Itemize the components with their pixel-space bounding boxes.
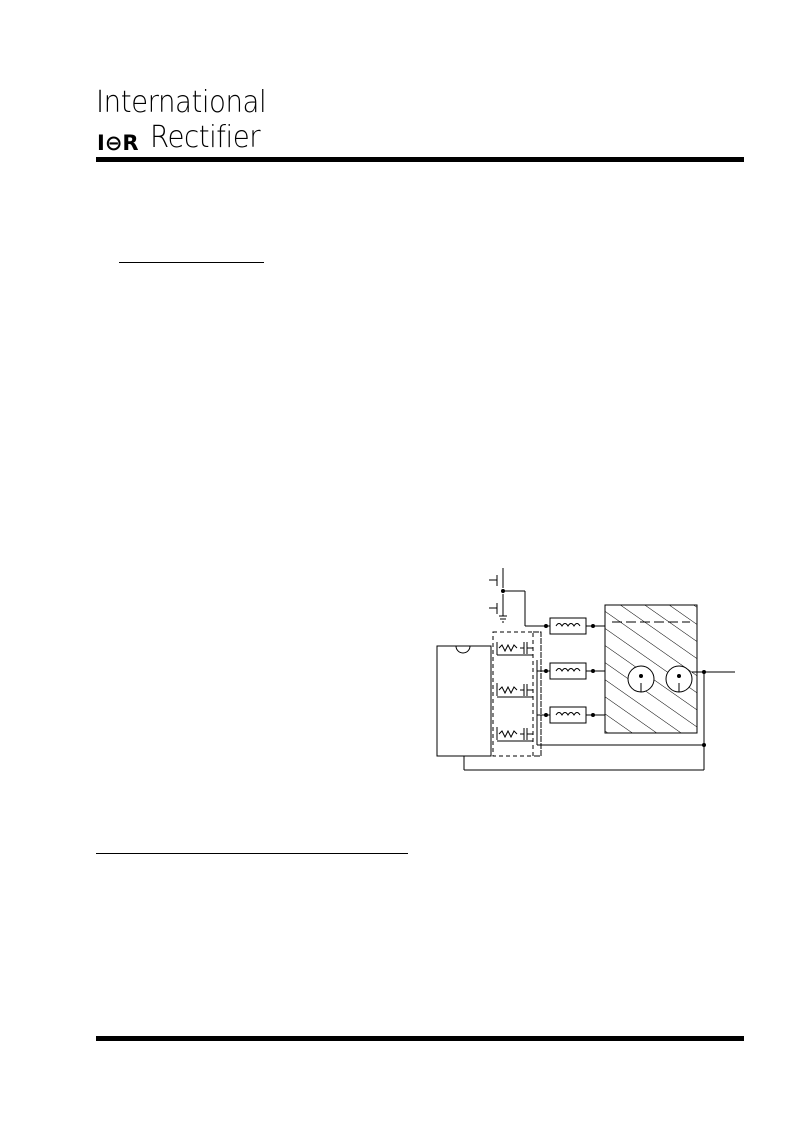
section-underline-2 (96, 853, 408, 854)
company-name-line1: International (96, 85, 267, 120)
ior-logo-mark: I⊖R (97, 131, 139, 155)
header-rule (96, 157, 744, 162)
company-name-line2: Rectifier (150, 120, 261, 155)
circuit-schematic (436, 568, 735, 771)
section-underline (119, 262, 264, 263)
footer-rule (96, 1036, 744, 1041)
